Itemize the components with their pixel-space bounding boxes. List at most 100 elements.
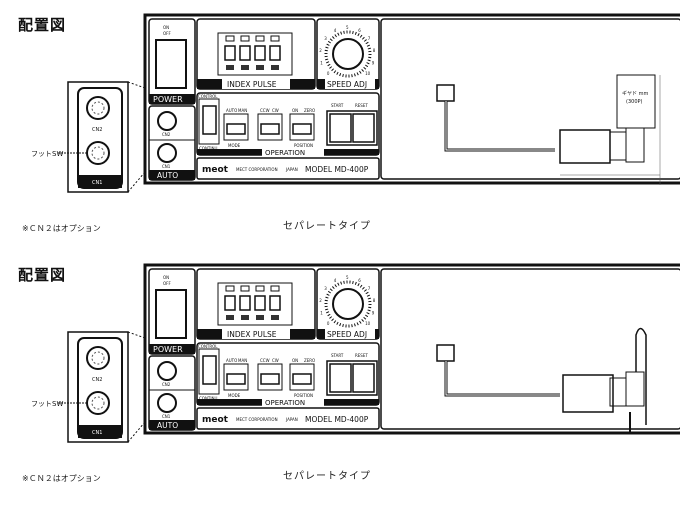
svg-text:ギヤド mm: ギヤド mm [622, 91, 648, 97]
index-pulse-digit[interactable] [269, 295, 281, 311]
index-pulse-digit[interactable] [269, 45, 281, 61]
toggle-switch-auto_lbl[interactable] [226, 123, 246, 135]
speed-adj-dial[interactable] [332, 288, 364, 320]
connector-box: CN2 CN1 フットSW [31, 331, 146, 443]
gear-motor-box [616, 74, 656, 129]
svg-text:CONTINU: CONTINU [199, 396, 218, 401]
svg-text:CONTINU: CONTINU [199, 146, 218, 151]
toggle-switch-ccw[interactable] [260, 373, 280, 385]
svg-text:CN1: CN1 [162, 414, 171, 419]
dial-tick-label: 7 [368, 36, 371, 41]
auto-label: AUTO [157, 421, 178, 430]
svg-text:ZERO: ZERO [304, 358, 315, 363]
svg-text:(300P): (300P) [626, 99, 643, 105]
layout-diagram-1: CN2 CN1 フットSW ON OFF POWER INDEX PULSE 0… [31, 263, 680, 443]
svg-text:MAN: MAN [238, 358, 247, 363]
index-pulse-label: INDEX PULSE [227, 80, 277, 89]
dial-tick-label: 6 [358, 278, 361, 283]
cn1-connector-icon [86, 141, 110, 165]
index-pulse-digit[interactable] [254, 295, 266, 311]
svg-text:JAPAN: JAPAN [285, 167, 298, 172]
dial-tick-label: 4 [334, 28, 337, 33]
svg-text:POSITION: POSITION [294, 393, 313, 398]
dial-tick-label: 1 [320, 310, 323, 315]
dial-tick-label: 3 [324, 286, 327, 291]
reset-button[interactable] [352, 113, 375, 143]
reset-button[interactable] [352, 363, 375, 393]
svg-text:CONTROL: CONTROL [198, 94, 218, 99]
power-switch[interactable] [155, 39, 187, 89]
dial-tick-label: 5 [346, 25, 349, 30]
index-pulse-digit[interactable] [239, 45, 251, 61]
svg-text:CONTROL: CONTROL [198, 344, 218, 349]
svg-text:POSITION: POSITION [294, 143, 313, 148]
sensor-assembly: ギヤド mm (300P) [436, 74, 661, 185]
dial-tick-label: 10 [365, 71, 371, 76]
operation-label: OPERATION [265, 149, 305, 157]
svg-text:CN2: CN2 [162, 132, 171, 137]
panel-connector-icon [436, 84, 455, 102]
svg-text:JAPAN: JAPAN [285, 417, 298, 422]
power-switch[interactable] [155, 289, 187, 339]
svg-text:OFF: OFF [163, 281, 171, 286]
svg-text:CN2: CN2 [162, 382, 171, 387]
index-pulse-digit[interactable] [254, 45, 266, 61]
dial-tick-label: 1 [320, 60, 323, 65]
toggle-switch-on_lbl[interactable] [292, 123, 312, 135]
separate-type-caption: セパレートタイプ [283, 471, 371, 482]
section-title: 配置図 [18, 16, 67, 34]
speed-adj-label: SPEED ADJ [327, 80, 367, 89]
sensor-assembly [436, 327, 647, 432]
foot-sw-label: フットSW [31, 400, 63, 408]
dial-tick-label: 9 [372, 310, 375, 315]
svg-text:OFF: OFF [163, 31, 171, 36]
start-button[interactable] [329, 113, 352, 143]
auto-label: AUTO [157, 171, 178, 180]
svg-text:MAN: MAN [238, 108, 247, 113]
cn2-connector-icon [86, 346, 110, 370]
cn2-socket-icon [157, 111, 177, 131]
dial-tick-label: 9 [372, 60, 375, 65]
dial-tick-label: 0 [327, 321, 330, 326]
dial-tick-label: 3 [324, 36, 327, 41]
control-switch[interactable] [202, 105, 217, 135]
panel-connector-icon [436, 344, 455, 362]
dial-tick-label: 0 [327, 71, 330, 76]
cable-coil [635, 327, 647, 425]
svg-text:CW: CW [272, 108, 279, 113]
toggle-switch-auto_lbl[interactable] [226, 373, 246, 385]
control-switch[interactable] [202, 355, 217, 385]
svg-text:AUTO: AUTO [226, 108, 237, 113]
connector-box: CN2 CN1 フットSW [31, 81, 146, 193]
svg-text:ON: ON [292, 108, 298, 113]
cn1-label: CN1 [92, 430, 102, 436]
index-pulse-digit[interactable] [224, 45, 236, 61]
toggle-switch-on_lbl[interactable] [292, 373, 312, 385]
svg-text:ON: ON [292, 358, 298, 363]
svg-text:START: START [331, 103, 344, 108]
svg-text:ZERO: ZERO [304, 108, 315, 113]
cn2-option-note: ※ＣＮ２はオプション [22, 474, 101, 483]
speed-adj-dial[interactable] [332, 38, 364, 70]
toggle-switch-ccw[interactable] [260, 123, 280, 135]
cn1-socket-icon [157, 143, 177, 163]
dial-tick-label: 4 [334, 278, 337, 283]
power-label: POWER [153, 95, 183, 104]
section-title: 配置図 [18, 266, 67, 284]
index-pulse-digit[interactable] [224, 295, 236, 311]
brand-logo: meot [202, 165, 229, 175]
dial-tick-label: 5 [346, 275, 349, 280]
dial-tick-label: 8 [373, 48, 376, 53]
index-pulse-digit[interactable] [239, 295, 251, 311]
cn2-option-note: ※ＣＮ２はオプション [22, 224, 101, 233]
index-pulse-label: INDEX PULSE [227, 330, 277, 339]
cn2-socket-icon [157, 361, 177, 381]
svg-text:ON: ON [163, 25, 169, 30]
cn1-connector-icon [86, 391, 110, 415]
start-button[interactable] [329, 363, 352, 393]
cn2-label: CN2 [92, 127, 102, 133]
svg-text:ON: ON [163, 275, 169, 280]
speed-adj-label: SPEED ADJ [327, 330, 367, 339]
